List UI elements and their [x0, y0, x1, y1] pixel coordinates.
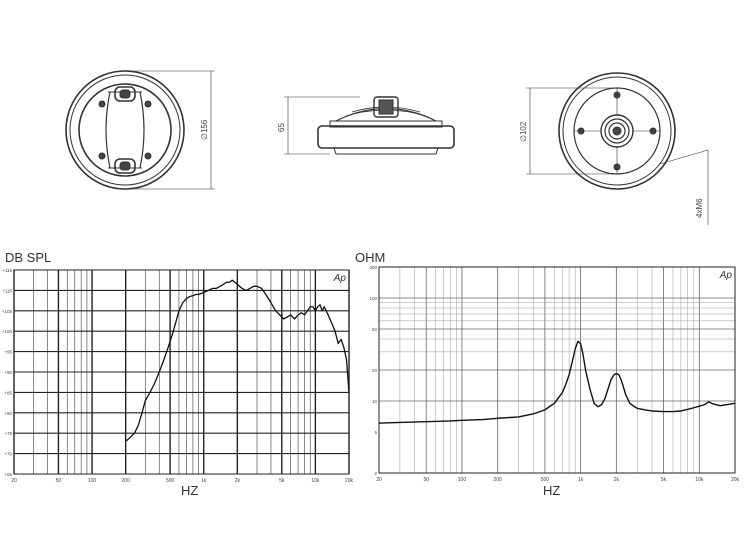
spl-y-tick-label: +70 — [4, 452, 12, 457]
ohm-x-tick-label: 100 — [458, 477, 467, 483]
ohm-x-tick-label: 200 — [493, 477, 502, 483]
ohm-x-tick-label: 2k — [614, 477, 620, 483]
spl-y-tick-label: +90 — [4, 370, 12, 375]
spl-y-tick-label: +105 — [2, 309, 13, 314]
spl-x-tick-label: 100 — [88, 478, 97, 484]
technical-drawings: ∅156 65 ∅102 4 — [65, 70, 709, 225]
front-view-dimension: ∅156 — [200, 119, 209, 140]
spl-x-axis-title: HZ — [181, 483, 199, 498]
ohm-x-tick-label: 20k — [731, 477, 740, 483]
ohm-x-axis-title: HZ — [543, 483, 561, 498]
rear-view-dimension: ∅102 — [519, 121, 528, 142]
spl-x-tick-label: 1k — [201, 478, 207, 484]
spl-chart: 20 50 100 200 500 1k 2k 5k 10k 20k +65 +70 +75 +80 +85… — [2, 268, 354, 484]
ohm-x-tick-label: 500 — [541, 477, 550, 483]
spl-y-tick-label: +115 — [2, 268, 12, 273]
spl-y-tick-label: +110 — [2, 288, 12, 293]
ohm-y-tick-label: 10 — [372, 399, 378, 404]
ohm-x-tick-label: 5k — [661, 477, 667, 483]
spl-y-tick-label: +65 — [4, 472, 12, 477]
ohm-plot-frame — [378, 266, 736, 474]
front-view-drawing — [65, 70, 215, 190]
spl-y-tick-label: +75 — [4, 431, 12, 436]
ohm-panel-label: OHM — [355, 250, 386, 265]
spl-y-tick-label: +80 — [4, 411, 12, 416]
ohm-y-tick-label: 20 — [372, 368, 378, 373]
rear-view-mount-label: 4xM6 — [695, 198, 704, 218]
spl-y-tick-label: +85 — [4, 390, 12, 395]
spl-x-tick-label: 20 — [11, 478, 17, 484]
spl-y-tick-label: +95 — [4, 350, 12, 355]
ohm-x-tick-label: 50 — [423, 477, 429, 483]
side-view-dimension: 65 — [277, 123, 286, 132]
ohm-y-tick-label: 200 — [369, 265, 377, 270]
spl-x-tick-label: 10k — [311, 478, 320, 484]
ohm-y-tick-label: 100 — [369, 296, 377, 301]
rear-view-drawing — [526, 72, 709, 225]
spl-plot-frame — [13, 269, 350, 475]
spl-x-tick-label: 500 — [166, 478, 175, 484]
ohm-x-tick-label: 1k — [578, 477, 584, 483]
ohm-ap-logo: Ap — [719, 270, 733, 281]
ohm-response-line — [378, 340, 736, 424]
ohm-y-tick-label: 2 — [374, 471, 377, 476]
spl-x-tick-label: 5k — [279, 478, 285, 484]
spl-x-tick-label: 2k — [235, 478, 241, 484]
spl-x-tick-label: 200 — [121, 478, 130, 484]
spl-response-line — [125, 279, 350, 442]
spl-ap-logo: Ap — [333, 273, 347, 284]
spl-y-tick-label: +100 — [2, 329, 13, 334]
spl-panel-label: DB SPL — [5, 250, 52, 265]
ohm-y-tick-label: 50 — [372, 327, 378, 332]
ohm-x-tick-label: 10k — [695, 477, 704, 483]
ohm-y-tick-label: 5 — [374, 430, 377, 435]
ohm-x-tick-label: 20 — [376, 477, 382, 483]
side-view-drawing — [284, 96, 455, 155]
spl-x-tick-label: 20k — [345, 478, 354, 484]
spl-x-tick-label: 50 — [56, 478, 62, 484]
